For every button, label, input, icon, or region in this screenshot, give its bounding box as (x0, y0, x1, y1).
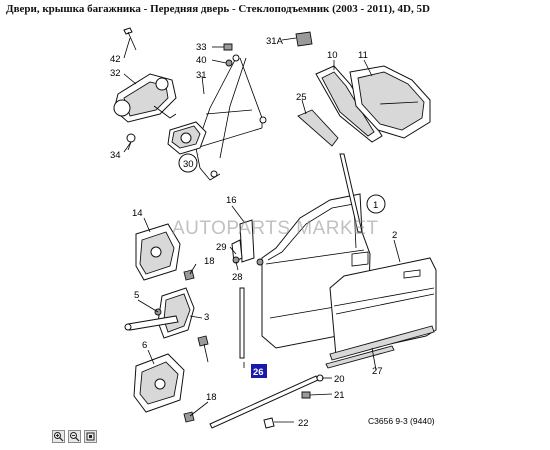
zoom-in-icon (54, 432, 64, 442)
callout-11[interactable]: 11 (358, 50, 368, 61)
callout-42[interactable]: 42 (110, 54, 121, 65)
callout-27[interactable]: 27 (372, 366, 383, 377)
bolt-33 (223, 43, 233, 51)
pad-31A (295, 31, 313, 47)
callout-16[interactable]: 16 (226, 195, 237, 206)
callout-31[interactable]: 31 (196, 70, 207, 81)
callout-26[interactable]: 26 (253, 367, 264, 378)
callout-29[interactable]: 29 (216, 242, 227, 253)
callout-22[interactable]: 22 (298, 418, 309, 429)
zoom-toolbar (52, 430, 97, 444)
bolt-42 (123, 27, 137, 51)
callout-14[interactable]: 14 (132, 208, 143, 219)
callout-3[interactable]: 3 (204, 312, 209, 323)
circle-30 (178, 153, 198, 173)
callout-33[interactable]: 33 (196, 42, 207, 53)
parts-diagram: AUTOPARTS MARKET 42 32 34 33 40 31 30 31… (110, 27, 437, 429)
clip-40 (225, 59, 233, 67)
check-strap-5 (124, 287, 209, 347)
callout-31A[interactable]: 31A (266, 36, 284, 47)
regulator-assembly (167, 54, 267, 181)
zoom-out-button[interactable] (68, 430, 81, 443)
callout-5[interactable]: 5 (134, 290, 139, 301)
callout-20[interactable]: 20 (334, 374, 345, 385)
bracket-25 (297, 109, 339, 147)
zoom-out-icon (70, 432, 80, 442)
leader-lines (123, 37, 401, 423)
zoom-in-button[interactable] (52, 430, 65, 443)
callout-34[interactable]: 34 (110, 150, 121, 161)
bracket-16 (231, 219, 264, 266)
figure-reference: C3656 9-3 (9440) (368, 416, 435, 426)
callout-28[interactable]: 28 (232, 272, 243, 283)
seal-26 (239, 287, 245, 359)
callout-32[interactable]: 32 (110, 68, 121, 79)
moulding-27 (325, 325, 435, 369)
callout-18-lower[interactable]: 18 (206, 392, 217, 403)
page-title: Двери, крышка багажника - Передняя дверь… (6, 3, 430, 15)
clip-21 (301, 391, 311, 399)
callout-21[interactable]: 21 (334, 390, 345, 401)
callouts: 42 32 34 33 40 31 30 31A 10 11 25 1 2 14… (110, 36, 397, 429)
callout-40[interactable]: 40 (196, 55, 207, 66)
hinge-6 (133, 353, 195, 423)
circle-1 (366, 194, 386, 214)
door-skin (329, 257, 437, 357)
callout-26-highlight (251, 364, 267, 378)
callout-2[interactable]: 2 (392, 230, 397, 241)
callout-6[interactable]: 6 (142, 340, 147, 351)
callout-18-upper[interactable]: 18 (204, 256, 215, 267)
callout-30[interactable]: 30 (183, 159, 194, 170)
zoom-reset-icon (86, 432, 95, 441)
trim-11 (349, 65, 431, 139)
hinge-14 (135, 223, 195, 281)
clip-22 (263, 417, 275, 429)
motor-assembly (113, 73, 177, 123)
callout-10[interactable]: 10 (327, 50, 338, 61)
watermark: AUTOPARTS MARKET (172, 218, 378, 239)
zoom-reset-button[interactable] (84, 430, 97, 443)
callout-25[interactable]: 25 (296, 92, 307, 103)
callout-1[interactable]: 1 (373, 200, 378, 211)
trim-10 (315, 65, 383, 143)
